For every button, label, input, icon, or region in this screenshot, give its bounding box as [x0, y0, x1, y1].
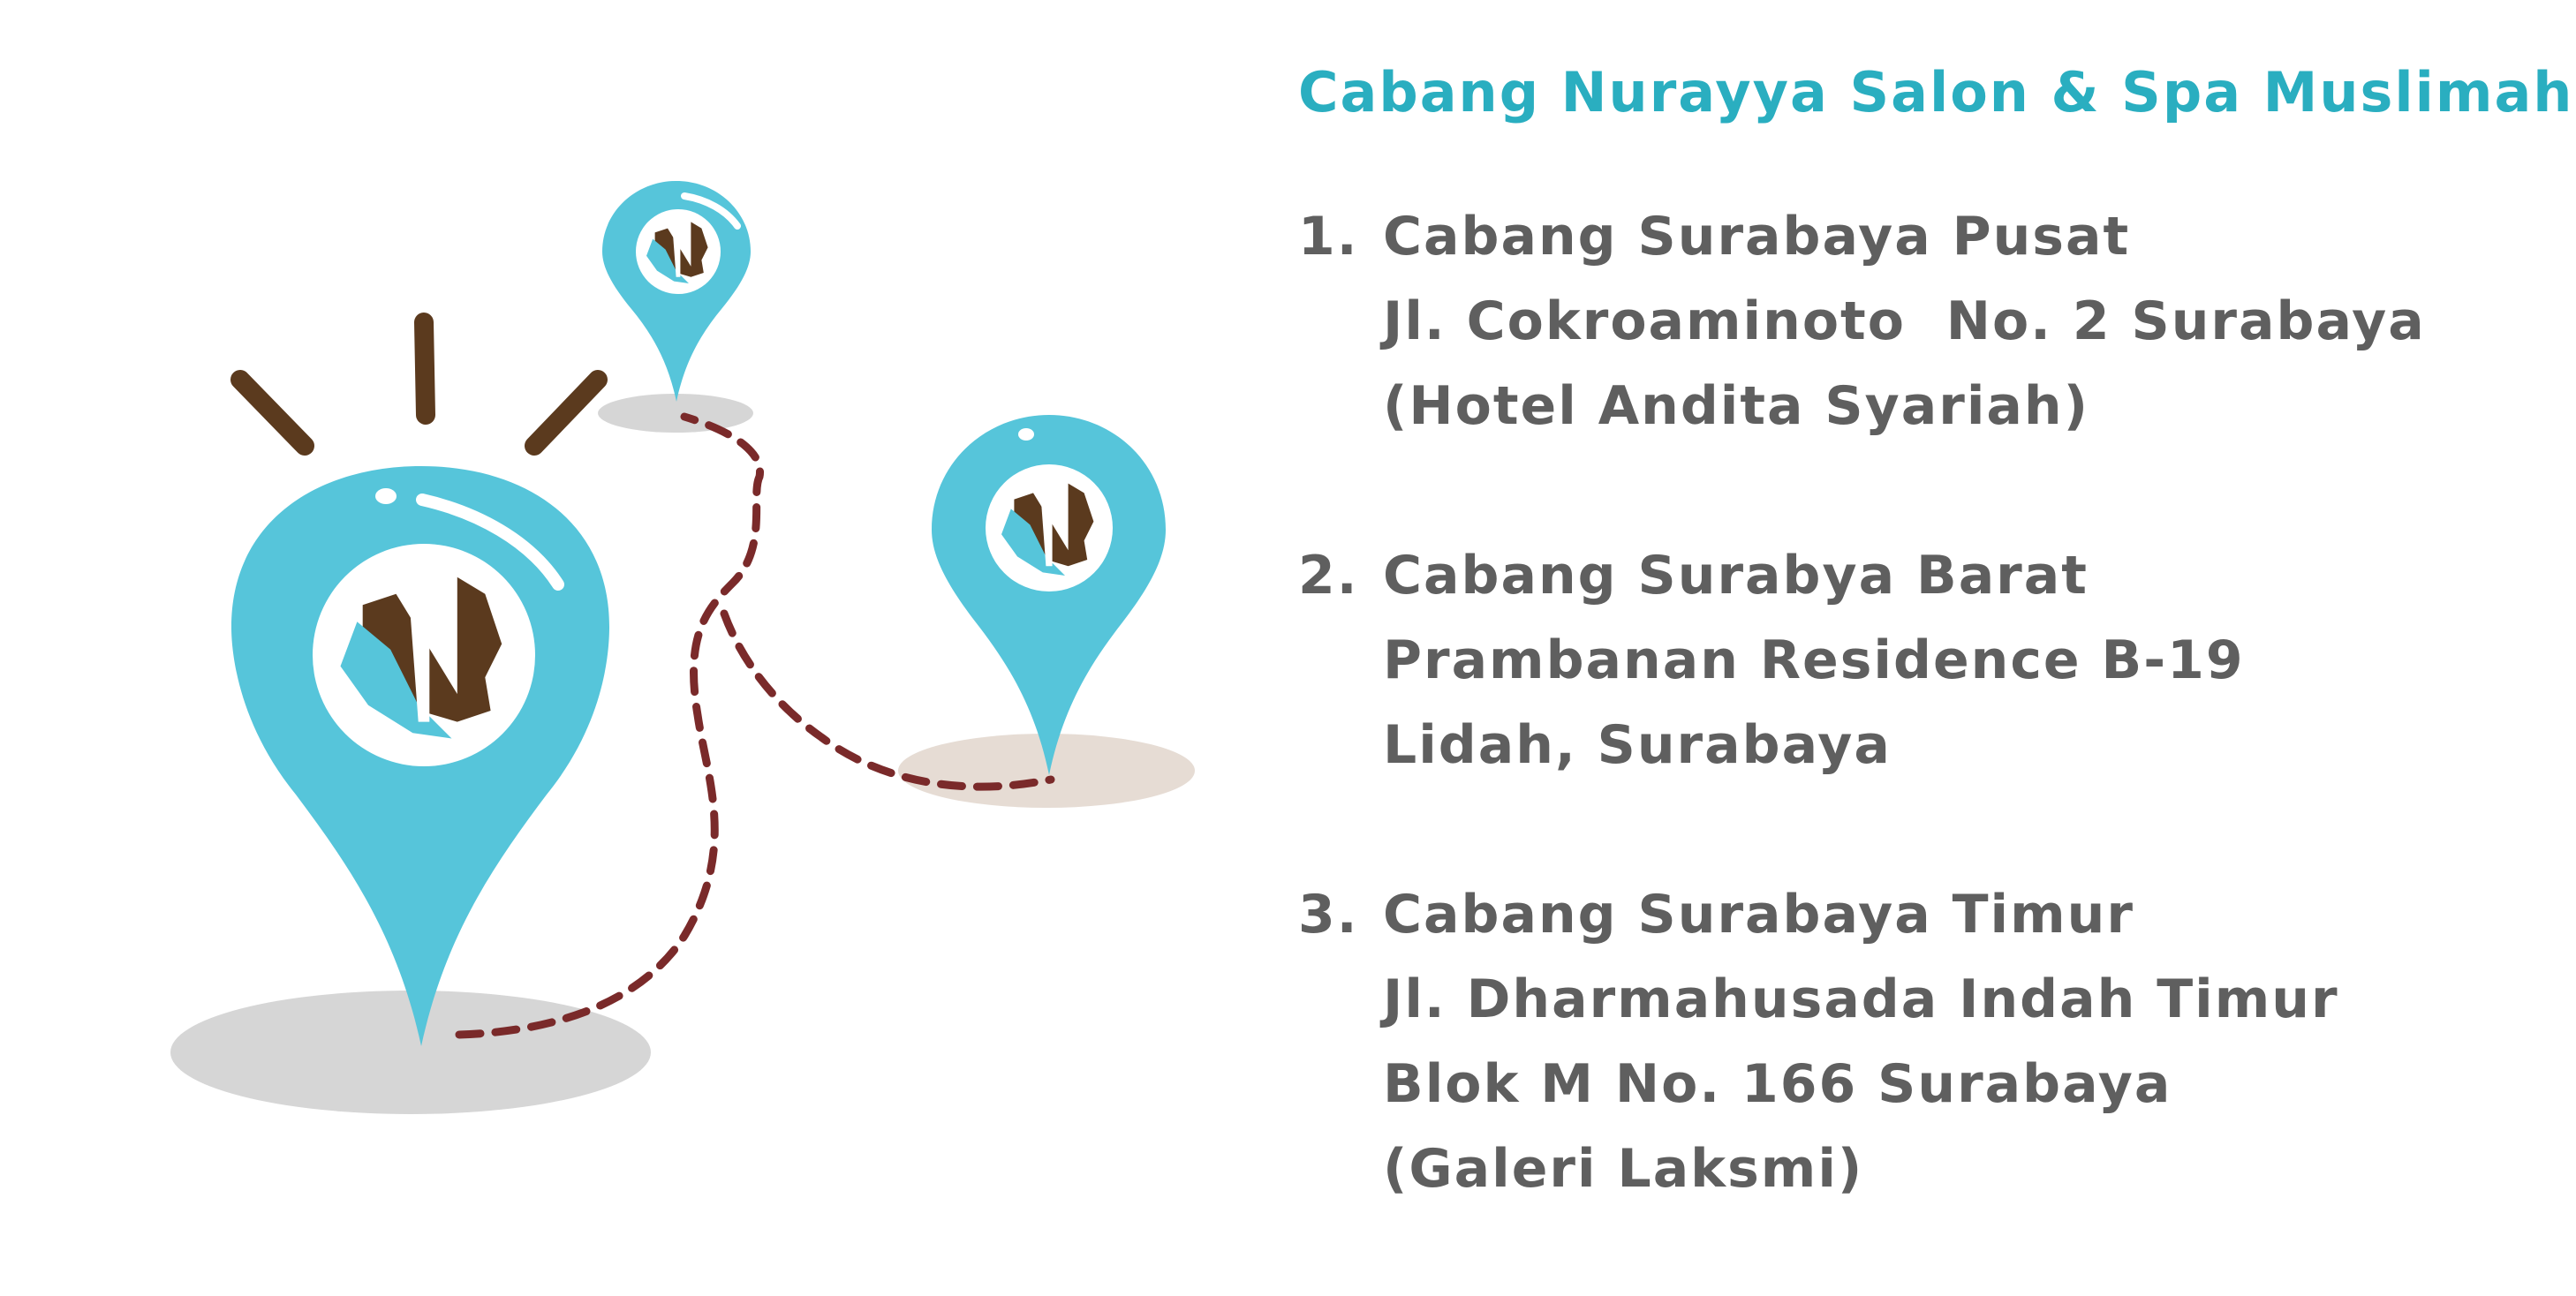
branch-item: 2. Cabang Surabya Barat Prambanan Reside…: [1298, 533, 2552, 787]
map-pin-icon: [602, 181, 751, 402]
branch-name: Cabang Surabya Barat: [1383, 545, 2089, 607]
map-pin-icon: [932, 415, 1166, 775]
branch-address: Lidah, Surabaya: [1383, 714, 1892, 776]
map-illustration: [170, 181, 1195, 1114]
branch-name: Cabang Surabaya Pusat: [1383, 206, 2131, 267]
branch-number: 3.: [1298, 884, 1359, 946]
branch-address: Jl. Cokroaminoto No. 2 Surabaya: [1383, 290, 2426, 352]
branch-number: 1.: [1298, 206, 1359, 267]
branch-address: Prambanan Residence B-19: [1383, 629, 2245, 691]
highlight-rays: [230, 313, 608, 456]
branch-landmark: (Hotel Andita Syariah): [1383, 375, 2090, 437]
pin-shadow-small: [598, 394, 753, 433]
route-path: [455, 412, 1055, 1039]
branch-item: 3. Cabang Surabaya Timur Jl. Dharmahusad…: [1298, 872, 2552, 1211]
map-pin-icon: [231, 466, 609, 1046]
branch-address: Jl. Dharmahusada Indah Timur: [1383, 968, 2339, 1030]
branch-list-panel: Cabang Nurayya Salon & Spa Muslimah : 1.…: [1298, 53, 2576, 1296]
pin-shadow-medium: [898, 734, 1195, 808]
branch-landmark: (Galeri Laksmi): [1383, 1138, 1864, 1200]
page-heading: Cabang Nurayya Salon & Spa Muslimah :: [1298, 60, 2576, 124]
branch-number: 2.: [1298, 545, 1359, 607]
branch-name: Cabang Surabaya Timur: [1383, 884, 2134, 946]
pin-shadow-large: [170, 991, 651, 1114]
branch-address: Blok M No. 166 Surabaya: [1383, 1053, 2172, 1115]
branch-item: 1. Cabang Surabaya Pusat Jl. Cokroaminot…: [1298, 194, 2552, 448]
